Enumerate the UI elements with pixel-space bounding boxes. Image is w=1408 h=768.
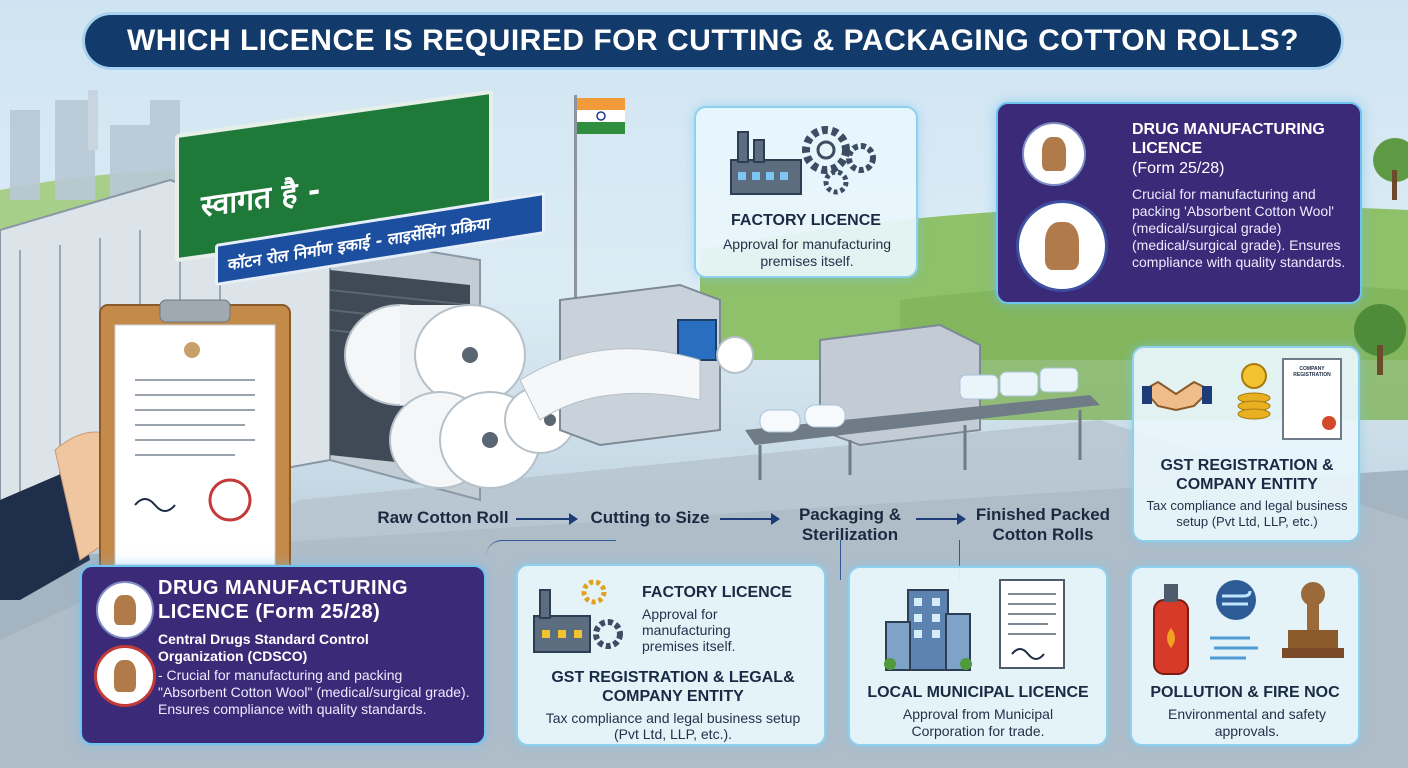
emblem-icon-bottom	[96, 581, 154, 639]
india-flag	[574, 95, 625, 305]
gst-legal-bottom-title: GST REGISTRATION & LEGAL& COMPANY ENTITY	[551, 669, 795, 705]
welcome-sign-text: स्वागत है -	[201, 172, 321, 225]
connector-line-1	[486, 540, 616, 660]
cutting-machine	[519, 283, 754, 447]
drug-licence-top-title: DRUG MANUFACTURING LICENCE	[1132, 121, 1325, 157]
factory-licence-card-top: FACTORY LICENCE Approval for manufacturi…	[694, 106, 918, 278]
factory-licence-top-title: FACTORY LICENCE	[731, 212, 881, 229]
clipboard-hand	[0, 299, 291, 600]
municipal-building-icon	[884, 589, 972, 671]
wind-icon	[1210, 580, 1258, 660]
drug-licence-bottom-title-2: LICENCE (Form 25/28)	[158, 601, 381, 623]
packaging-machine	[745, 323, 1100, 480]
drug-licence-card-top: DRUG MANUFACTURING LICENCE (Form 25/28) …	[996, 102, 1362, 304]
drug-licence-top-form: (Form 25/28)	[1132, 160, 1225, 177]
emblem-icon	[1022, 122, 1086, 186]
municipal-licence-title: LOCAL MUNICIPAL LICENCE	[867, 684, 1089, 701]
flow-arrow-2	[720, 513, 780, 525]
document-icon	[999, 579, 1065, 669]
factory-licence-top-body: Approval for manufacturing premises itse…	[722, 236, 892, 269]
gst-right-body: Tax compliance and legal business setup …	[1146, 498, 1348, 529]
certificate-ribbon-icon	[1322, 416, 1336, 430]
pollution-fire-body: Environmental and safety approvals.	[1168, 706, 1326, 739]
drug-licence-top-body: Crucial for manufacturing and packing 'A…	[1132, 186, 1346, 270]
tree-group-right	[1354, 138, 1408, 375]
company-registration-certificate-icon: COMPANY REGISTRATION	[1282, 358, 1342, 440]
flow-arrow-3	[916, 513, 966, 525]
drug-licence-card-bottom: DRUG MANUFACTURING LICENCE (Form 25/28) …	[80, 565, 486, 745]
municipal-licence-card: LOCAL MUNICIPAL LICENCE Approval from Mu…	[848, 566, 1108, 746]
municipal-licence-body: Approval from Municipal Corporation for …	[902, 706, 1054, 739]
drug-licence-bottom-body: - Crucial for manufacturing and packing …	[158, 667, 470, 717]
step-finished-packed-rolls: Finished Packed Cotton Rolls	[975, 505, 1111, 544]
flow-arrow-1	[516, 513, 578, 525]
factory-licence-bottom-title: FACTORY LICENCE	[642, 584, 792, 601]
cdsco-seal-icon	[1016, 200, 1108, 292]
step-raw-cotton-roll: Raw Cotton Roll	[377, 508, 509, 527]
cdsco-logo-icon	[94, 645, 156, 707]
gst-card-right: COMPANY REGISTRATION GST REGISTRATION & …	[1132, 346, 1360, 542]
factory-licence-bottom-body: Approval for manufacturing premises itse…	[642, 606, 736, 654]
drug-licence-bottom-title: DRUG MANUFACTURING	[158, 577, 409, 599]
pollution-fire-title: POLLUTION & FIRE NOC	[1150, 684, 1340, 701]
step-cutting-to-size: Cutting to Size	[590, 508, 710, 527]
city-skyline	[10, 90, 180, 200]
handshake-icon	[1142, 380, 1212, 412]
drug-licence-bottom-org: Central Drugs Standard Control Organizat…	[158, 631, 369, 664]
factory-gear-icon	[533, 579, 623, 653]
title-banner: WHICH LICENCE IS REQUIRED FOR CUTTING & …	[82, 12, 1344, 70]
fire-extinguisher-icon	[1153, 584, 1189, 675]
company-registration-icon-text: COMPANY REGISTRATION	[1293, 366, 1331, 378]
page-title: WHICH LICENCE IS REQUIRED FOR CUTTING & …	[126, 24, 1300, 57]
stamp-icon	[1282, 582, 1344, 658]
factory-gears-icon	[730, 126, 876, 195]
step-packaging-sterilization: Packaging & Sterilization	[798, 505, 902, 544]
gst-legal-bottom-body: Tax compliance and legal business setup …	[545, 710, 801, 742]
connector-line-2	[840, 540, 960, 580]
coin-stack-icon	[1237, 363, 1271, 420]
factory-gst-card-bottom: FACTORY LICENCE Approval for manufacturi…	[516, 564, 826, 746]
pollution-fire-card: POLLUTION & FIRE NOC Environmental and s…	[1130, 566, 1360, 746]
gst-right-title: GST REGISTRATION & COMPANY ENTITY	[1160, 457, 1334, 493]
